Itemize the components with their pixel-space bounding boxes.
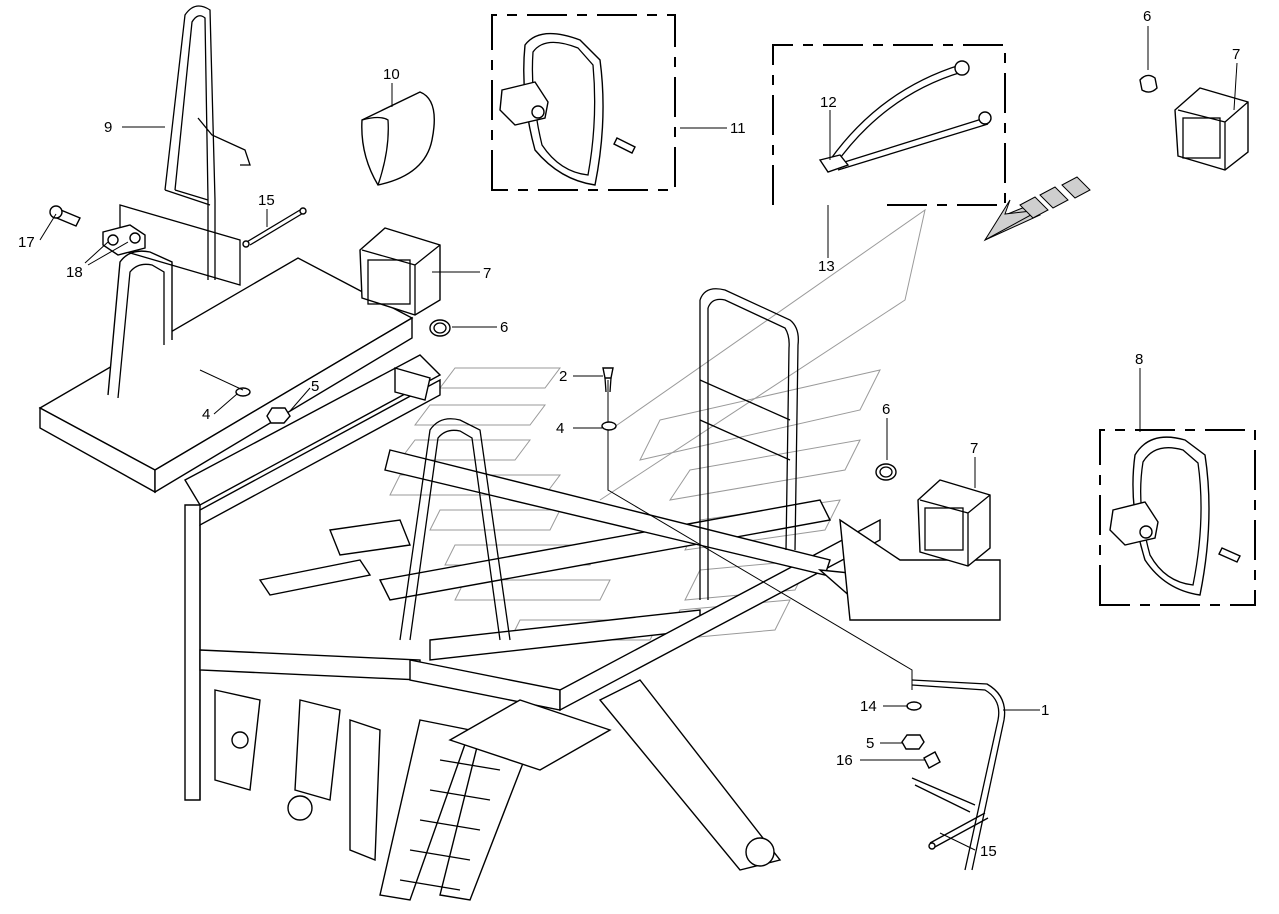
callout-15-bottom: 15	[980, 843, 997, 860]
part-7-lamp-center	[359, 227, 451, 337]
part-1-bracket	[901, 679, 1006, 871]
callout-6-right: 6	[882, 401, 890, 418]
callout-7-center: 7	[483, 265, 491, 282]
part-11-mirror-box	[491, 14, 676, 191]
callout-7-right: 7	[970, 440, 978, 457]
callout-8: 8	[1135, 351, 1143, 368]
callout-11: 11	[730, 120, 746, 137]
part-9-mirror-bracket	[119, 5, 251, 286]
callout-6-top: 6	[1143, 8, 1151, 25]
part-15-spring-top	[242, 207, 307, 248]
callout-16: 16	[836, 752, 853, 769]
callout-1: 1	[1041, 702, 1049, 719]
part-7-lamp-top-right	[1139, 74, 1249, 171]
callout-4-left: 4	[202, 406, 210, 423]
callout-5-left: 5	[311, 378, 319, 395]
part-17-18-clamp	[49, 205, 146, 256]
callout-4-center: 4	[556, 420, 564, 437]
part-13-cable-box	[772, 44, 1006, 206]
callout-9: 9	[104, 119, 112, 136]
support-arm	[598, 679, 782, 871]
callout-18: 18	[66, 264, 83, 281]
main-frame	[38, 250, 1001, 901]
callout-15-top: 15	[258, 192, 275, 209]
callout-5-right: 5	[866, 735, 874, 752]
direction-arrow	[983, 176, 1091, 242]
part-7-lamp-mid-right	[875, 463, 991, 567]
callout-2: 2	[559, 368, 567, 385]
ladder-rail-left	[379, 719, 471, 901]
callout-labels: 9 10 11 12 13 6 7 15 17 18 7 6 2 4 4 5 6…	[18, 8, 1240, 860]
leader-lines	[39, 26, 1238, 851]
callout-12: 12	[820, 94, 837, 111]
part-10-lens	[361, 91, 435, 186]
callout-7-top: 7	[1232, 46, 1240, 63]
part-8-mirror-box	[1099, 429, 1256, 606]
fasteners-center	[235, 367, 617, 431]
callout-6-center: 6	[500, 319, 508, 336]
callout-14: 14	[860, 698, 877, 715]
callout-10: 10	[383, 66, 400, 83]
callout-17: 17	[18, 234, 35, 251]
callout-13: 13	[818, 258, 835, 275]
